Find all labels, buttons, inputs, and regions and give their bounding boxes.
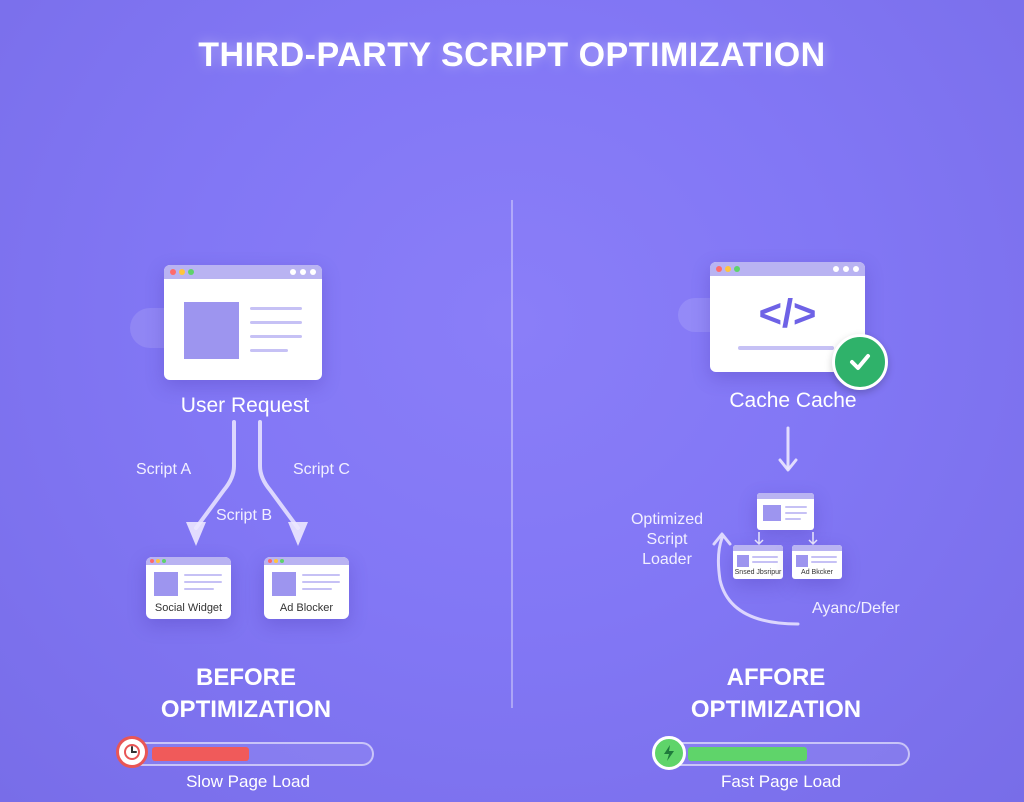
script-flow-arrows: [186, 420, 308, 546]
social-widget-label: Social Widget: [154, 602, 223, 614]
slow-load-track: [130, 742, 374, 766]
clock-icon: [116, 736, 148, 768]
loader-left-window: Snsed Jbsripur: [733, 545, 783, 579]
fast-load-track: [666, 742, 910, 766]
code-glyph: </>: [758, 292, 817, 336]
async-defer-curve-arrow: [712, 532, 800, 626]
loader-label: Optimized Script Loader: [617, 510, 717, 570]
loader-left-label: Snsed Jbsripur: [734, 569, 782, 576]
after-heading: AFFORE OPTIMIZATION: [626, 662, 926, 726]
cache-progress-line: [738, 346, 834, 350]
page-title: THIRD-PARTY SCRIPT OPTIMIZATION: [198, 36, 826, 74]
after-heading-line2: OPTIMIZATION: [690, 696, 862, 723]
cache-down-arrow: [778, 426, 798, 472]
user-request-label: User Request: [180, 394, 310, 417]
before-heading-line2: OPTIMIZATION: [160, 696, 332, 723]
before-heading: BEFORE OPTIMIZATION: [96, 662, 396, 726]
loader-right-window: Ad Bkcker: [792, 545, 842, 579]
async-defer-label: Ayanc/Defer: [812, 600, 900, 617]
check-icon: [832, 334, 888, 390]
script-c-label: Script C: [293, 461, 350, 478]
loader-label-line2: Script: [646, 531, 688, 548]
loader-right-label: Ad Bkcker: [801, 569, 833, 576]
script-a-label: Script A: [136, 461, 192, 478]
script-b-label: Script B: [216, 507, 273, 524]
ad-blocker-label: Ad Blocker: [279, 602, 334, 614]
center-divider: [511, 200, 513, 708]
slow-load-label: Slow Page Load: [186, 772, 310, 791]
slow-load-fill: [152, 747, 249, 761]
loader-top-window: [757, 493, 814, 530]
fast-load-label: Fast Page Load: [720, 772, 842, 791]
before-heading-line1: BEFORE: [195, 664, 296, 691]
after-heading-line1: AFFORE: [726, 664, 826, 691]
fast-load-fill: [688, 747, 807, 761]
ad-blocker-window: Ad Blocker: [264, 557, 349, 619]
loader-label-line3: Loader: [642, 551, 692, 568]
cache-label: Cache Cache: [729, 389, 857, 412]
loader-tree-connectors: [754, 532, 818, 546]
lightning-icon: [652, 736, 686, 770]
loader-label-line1: Optimized: [630, 511, 704, 528]
user-request-window: [164, 265, 322, 380]
social-widget-window: Social Widget: [146, 557, 231, 619]
